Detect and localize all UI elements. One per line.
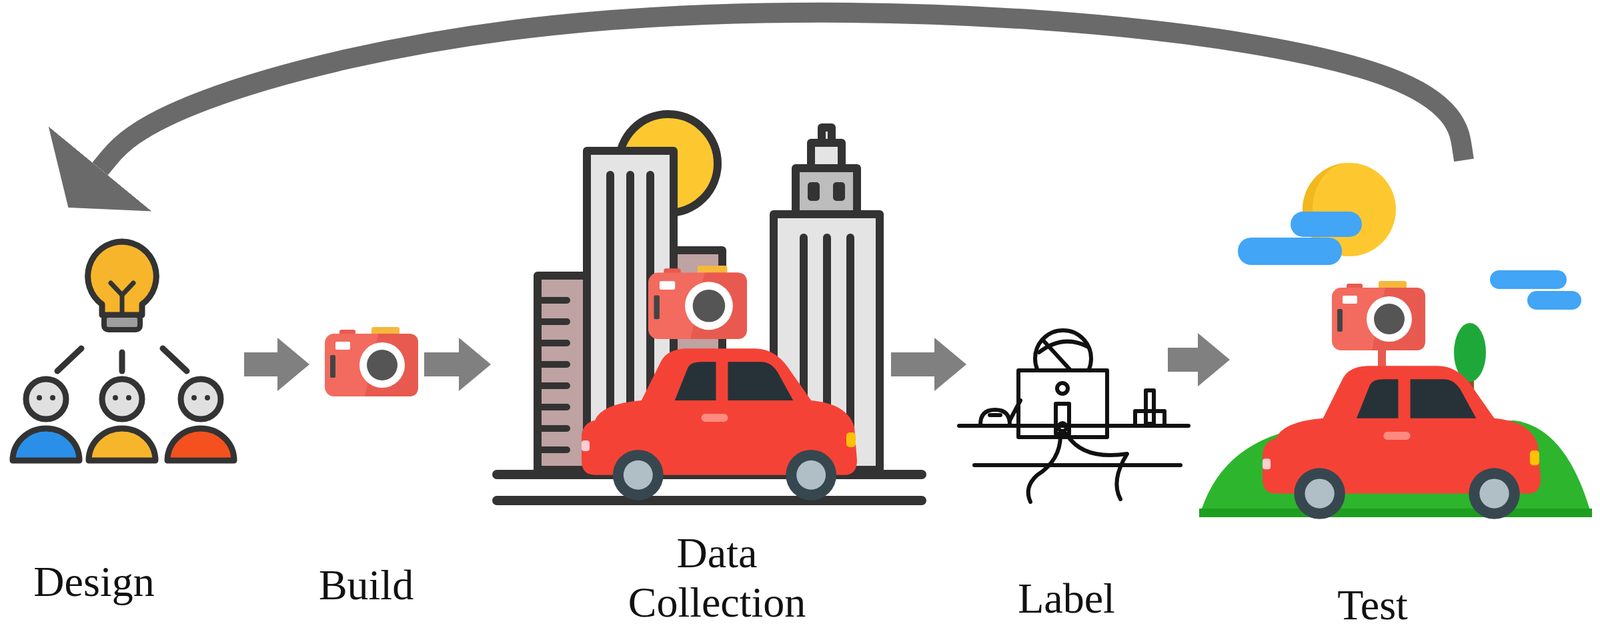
- labeling-icon: [959, 330, 1189, 502]
- stage-node: Design: [10, 220, 241, 609]
- stage-node: Data Collection: [494, 106, 888, 629]
- stage-node: Label: [970, 330, 1164, 626]
- design-icon: [12, 241, 235, 461]
- flow-arrow: [244, 352, 278, 377]
- car-icon: [1262, 365, 1541, 519]
- stage-node: Test: [1233, 160, 1596, 633]
- camera-icon: [324, 326, 419, 397]
- stage-label: Build: [318, 560, 414, 610]
- flow-arrow: [891, 352, 935, 377]
- flow-arrow: [100, 12, 1464, 169]
- flow-arrow: [424, 352, 459, 377]
- flow-arrow: [1167, 347, 1198, 372]
- camera-icon: [1331, 280, 1426, 351]
- stage-label: Test: [1337, 580, 1408, 630]
- city-illustration: [496, 114, 922, 501]
- stage-label: Label: [1017, 573, 1116, 623]
- stage-label: Data Collection: [628, 528, 807, 627]
- camera-icon: [648, 265, 747, 339]
- car-icon: [581, 348, 858, 500]
- stage-node: Build: [313, 313, 421, 613]
- stage-label: Design: [33, 556, 155, 607]
